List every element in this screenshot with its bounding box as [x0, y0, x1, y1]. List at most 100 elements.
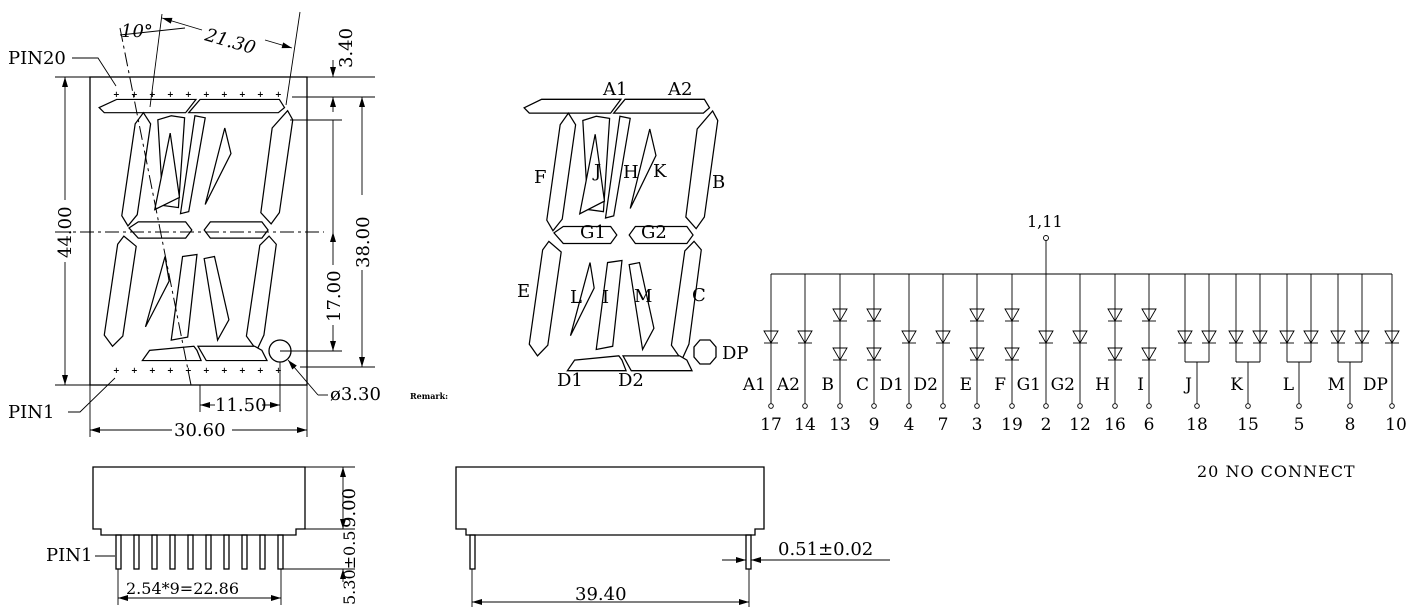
pin1-label: PIN1	[8, 402, 54, 423]
sch-pin-g1: 2	[1041, 415, 1052, 435]
no-connect-note: 20 NO CONNECT	[1197, 462, 1356, 481]
seg-label-m: M	[634, 286, 652, 307]
dim-top-offset: 3.40	[336, 28, 357, 68]
sch-pin-g2: 12	[1069, 415, 1091, 435]
schematic-terminals	[768, 403, 1395, 409]
sch-pin-d1: 4	[904, 415, 915, 435]
sch-seg-g1: G1	[1017, 375, 1041, 395]
svg-text:+: +	[275, 365, 282, 375]
schematic-branches	[763, 274, 1400, 404]
sch-pin-dp: 10	[1385, 415, 1407, 435]
end-body	[455, 466, 765, 536]
sch-pin-c: 9	[869, 415, 880, 435]
schematic-pin-numbers: 17 14 13 9 4 7 3 19 2 12 16 6 18 15 5 8 …	[760, 415, 1407, 435]
remark-label: Remark:	[410, 391, 448, 401]
pin-markers: +++ +++ +++ + +++ +++ +++ +	[113, 89, 282, 375]
seg-label-e: E	[517, 281, 530, 302]
sch-pin-i: 6	[1144, 415, 1155, 435]
sch-pin-m: 8	[1345, 415, 1356, 435]
sch-seg-d2: D2	[914, 375, 938, 395]
svg-text:+: +	[131, 89, 138, 99]
seg-label-k: K	[653, 161, 667, 182]
sch-seg-h: H	[1095, 375, 1110, 395]
sch-pin-a1: 17	[760, 415, 782, 435]
svg-text:+: +	[239, 365, 246, 375]
seg-label-h: H	[623, 162, 639, 183]
sch-seg-b: B	[822, 375, 835, 395]
svg-text:+: +	[257, 365, 264, 375]
svg-text:+: +	[113, 89, 120, 99]
seg-label-l: L	[570, 287, 582, 308]
seg-label-d1: D1	[557, 370, 583, 391]
svg-text:+: +	[167, 89, 174, 99]
sch-seg-c: C	[856, 375, 869, 395]
seg-label-g2: G2	[641, 222, 667, 243]
svg-text:+: +	[113, 365, 120, 375]
seg-label-f: F	[534, 167, 547, 188]
svg-text:+: +	[239, 89, 246, 99]
svg-text:+: +	[275, 89, 282, 99]
svg-text:+: +	[149, 365, 156, 375]
seg-label-d2: D2	[618, 370, 644, 391]
svg-text:+: +	[131, 365, 138, 375]
schematic: 1,11	[742, 212, 1407, 481]
svg-text:+: +	[221, 365, 228, 375]
sch-pin-a2: 14	[794, 415, 816, 435]
pin20-label: PIN20	[8, 48, 66, 69]
svg-text:+: +	[203, 89, 210, 99]
dp-diameter: ø3.30	[330, 384, 381, 405]
sch-seg-g2: G2	[1051, 375, 1075, 395]
sch-pin-d2: 7	[938, 415, 949, 435]
front-segments	[98, 98, 294, 362]
sch-pin-h: 16	[1104, 415, 1126, 435]
side-pin1-label: PIN1	[46, 545, 92, 566]
sch-seg-d1: D1	[880, 375, 904, 395]
svg-text:+: +	[257, 89, 264, 99]
seg-label-dp: DP	[722, 343, 749, 364]
sch-pin-e: 3	[972, 415, 983, 435]
schematic-segment-labels: A1 A2 B C D1 D2 E F G1 G2 H I J K L M DP	[742, 375, 1388, 395]
dim-pin-length: 5.30±0.5	[340, 531, 359, 605]
seg-label-g1: G1	[580, 222, 606, 243]
dim-pin-width: 0.51±0.02	[778, 539, 873, 560]
seg-label-b: B	[712, 172, 725, 193]
end-view: 39.40 0.51±0.02	[455, 466, 890, 607]
sch-pin-b: 13	[829, 415, 851, 435]
sch-seg-i: I	[1137, 375, 1144, 395]
svg-text:+: +	[221, 89, 228, 99]
sch-seg-e: E	[960, 375, 972, 395]
dim-pin-pitch: 2.54*9=22.86	[126, 579, 239, 598]
sch-seg-k: K	[1230, 375, 1243, 395]
seg-label-a1: A1	[602, 79, 627, 100]
segment-diagram: A1 A2 B C D1 D2 E F G1 G2 H I J K L M DP	[517, 79, 749, 391]
svg-text:+: +	[185, 89, 192, 99]
sch-seg-dp: DP	[1363, 375, 1388, 395]
dim-width: 30.60	[174, 420, 226, 441]
seg-label-j: J	[592, 161, 601, 182]
dim-digit-height: 38.00	[353, 216, 374, 268]
side-view: PIN1 9.00 5.30±0.5 2.54*9=22.86	[46, 466, 360, 605]
package-outline	[89, 76, 308, 386]
sch-seg-a2: A2	[776, 375, 800, 395]
sch-pin-f: 19	[1001, 415, 1023, 435]
sch-pin-j: 18	[1186, 415, 1208, 435]
sch-seg-f: F	[994, 375, 1006, 395]
sch-seg-m: M	[1328, 375, 1345, 395]
svg-text:+: +	[149, 89, 156, 99]
dim-height: 44.00	[55, 206, 76, 258]
dim-dp-offset: 11.50	[215, 395, 267, 416]
dim-top-width: 21.30	[202, 24, 258, 59]
dim-half-height: 17.00	[324, 270, 345, 322]
sch-seg-l: L	[1283, 375, 1294, 395]
svg-text:+: +	[185, 365, 192, 375]
side-pins	[115, 534, 284, 570]
common-pins-label: 1,11	[1027, 212, 1063, 231]
svg-text:+: +	[167, 365, 174, 375]
seg-label-i: I	[602, 287, 609, 308]
angle-label: 10°	[121, 21, 153, 42]
side-body	[92, 466, 306, 536]
front-view: +++ +++ +++ + +++ +++ +++ + PIN20 PIN1 1…	[8, 11, 448, 441]
seg-label-a2: A2	[667, 79, 692, 100]
dp-segment	[693, 339, 717, 365]
